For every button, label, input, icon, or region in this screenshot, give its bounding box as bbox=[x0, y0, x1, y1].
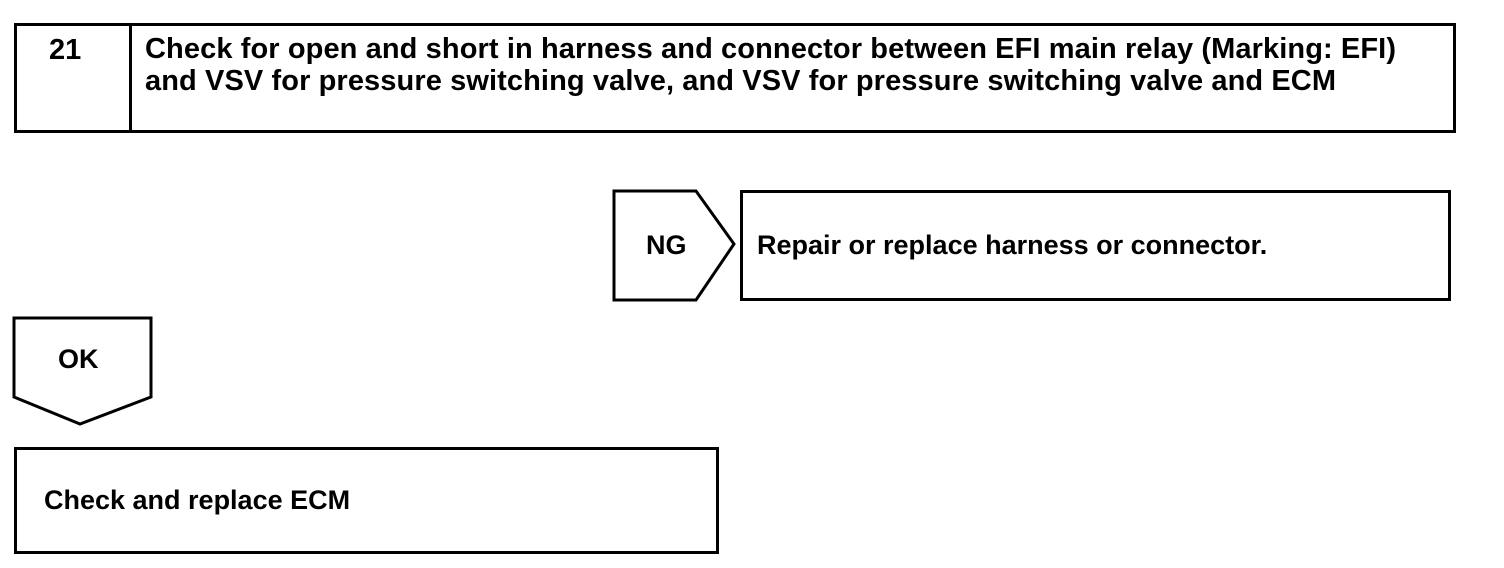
ok-arrow bbox=[12, 316, 153, 426]
step-number: 21 bbox=[49, 34, 82, 66]
ng-result-text: Repair or replace harness or connector. bbox=[757, 230, 1268, 260]
ok-result-box: Check and replace ECM bbox=[14, 447, 719, 554]
ng-label: NG bbox=[646, 230, 687, 260]
step-box: 21 Check for open and short in harness a… bbox=[14, 23, 1456, 133]
ng-result-box: Repair or replace harness or connector. bbox=[740, 190, 1451, 301]
ok-result-text: Check and replace ECM bbox=[44, 485, 351, 515]
step-title: Check for open and short in harness and … bbox=[145, 33, 1397, 97]
ok-label: OK bbox=[58, 344, 99, 374]
step-number-cell: 21 bbox=[17, 26, 132, 130]
ng-arrow bbox=[612, 189, 736, 302]
